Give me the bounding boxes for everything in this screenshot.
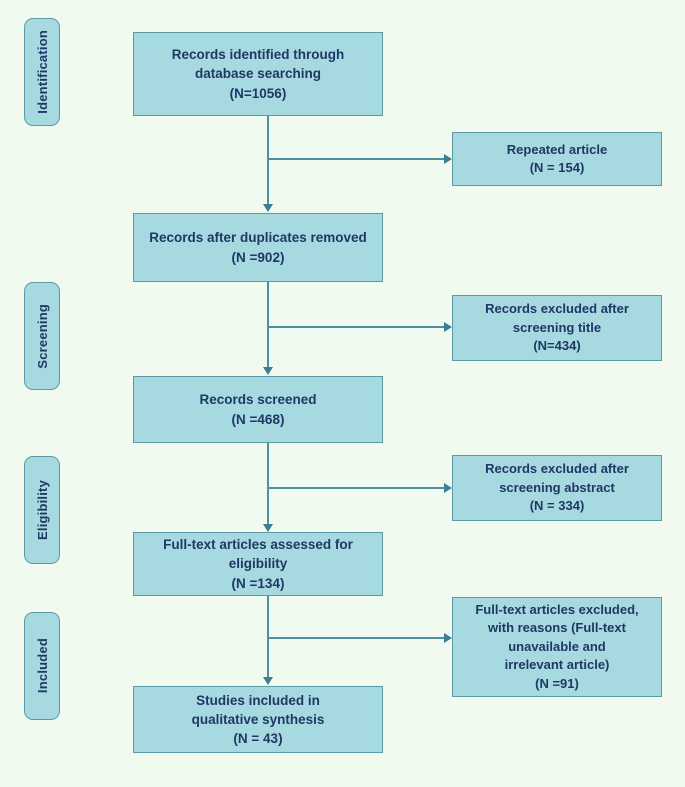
arrowhead-duplicates-to-excluded-title — [444, 322, 452, 332]
box-studies-included-line1: Studies included in — [196, 692, 320, 708]
connector-duplicates-to-excluded-title — [267, 326, 445, 328]
box-records-identified-line1: Records identified through — [171, 47, 345, 63]
box-excluded-screening-title-line1: Records excluded after — [485, 301, 629, 317]
stage-label-included: Included — [34, 638, 50, 694]
stage-tab-eligibility: Eligibility — [24, 456, 60, 564]
box-studies-included-line2: qualitative synthesis — [191, 711, 325, 727]
box-repeated-article-line2: (N = 154) — [529, 160, 585, 175]
box-full-text-excluded: Full-text articles excluded, with reason… — [452, 597, 662, 697]
box-excluded-screening-title: Records excluded after screening title (… — [452, 295, 662, 361]
connector-screened-to-excluded-abstract — [267, 487, 445, 489]
box-full-text-assessed: Full-text articles assessed for eligibil… — [133, 532, 383, 596]
connector-identified-to-repeated — [267, 158, 445, 160]
box-studies-included: Studies included in qualitative synthesi… — [133, 686, 383, 753]
connector-fulltext-to-excluded — [267, 637, 445, 639]
stage-label-identification: Identification — [34, 30, 50, 114]
arrowhead-identified-to-repeated — [444, 154, 452, 164]
arrowhead-fulltext-to-included — [263, 677, 273, 685]
connector-identified-to-duplicates — [267, 116, 269, 205]
box-excluded-screening-title-line2: screening title — [512, 319, 602, 335]
box-records-screened-line2: (N =468) — [231, 411, 285, 427]
box-records-after-duplicates-line2: (N =902) — [231, 249, 285, 265]
box-repeated-article-line1: Repeated article — [506, 141, 608, 157]
box-excluded-screening-title-line3: (N=434) — [533, 338, 581, 354]
box-excluded-screening-abstract-line2: screening abstract — [499, 479, 615, 495]
box-records-screened: Records screened (N =468) — [133, 376, 383, 443]
box-full-text-assessed-line2: eligibility — [228, 556, 288, 572]
box-full-text-assessed-line3: (N =134) — [231, 575, 285, 591]
connector-duplicates-to-screened — [267, 282, 269, 368]
box-excluded-screening-abstract-line3: (N = 334) — [529, 498, 585, 514]
box-studies-included-line3: (N = 43) — [233, 731, 283, 747]
box-full-text-excluded-line5: (N =91) — [535, 675, 579, 691]
box-excluded-screening-abstract: Records excluded after screening abstrac… — [452, 455, 662, 521]
arrowhead-screened-to-excluded-abstract — [444, 483, 452, 493]
connector-screened-to-fulltext — [267, 443, 269, 525]
box-records-after-duplicates-line1: Records after duplicates removed — [149, 230, 367, 246]
box-excluded-screening-abstract-line1: Records excluded after — [485, 461, 629, 477]
arrowhead-duplicates-to-screened — [263, 367, 273, 375]
box-full-text-excluded-line2: with reasons (Full-text — [488, 620, 626, 636]
stage-tab-included: Included — [24, 612, 60, 720]
stage-label-eligibility: Eligibility — [34, 480, 50, 540]
box-full-text-excluded-line1: Full-text articles excluded, — [475, 601, 639, 617]
stage-tab-screening: Screening — [24, 282, 60, 390]
box-full-text-excluded-line3: unavailable and — [508, 638, 606, 654]
box-records-identified: Records identified through database sear… — [133, 32, 383, 116]
stage-tab-identification: Identification — [24, 18, 60, 126]
arrowhead-identified-to-duplicates — [263, 204, 273, 212]
box-full-text-assessed-line1: Full-text articles assessed for — [163, 537, 353, 553]
stage-label-screening: Screening — [34, 303, 50, 369]
box-records-after-duplicates: Records after duplicates removed (N =902… — [133, 213, 383, 282]
arrowhead-fulltext-to-excluded — [444, 633, 452, 643]
box-repeated-article: Repeated article (N = 154) — [452, 132, 662, 186]
arrowhead-screened-to-fulltext — [263, 524, 273, 532]
box-full-text-excluded-line4: irrelevant article) — [504, 657, 610, 673]
box-records-identified-line2: database searching — [194, 66, 322, 82]
box-records-screened-line1: Records screened — [199, 392, 317, 408]
box-records-identified-line3: (N=1056) — [229, 85, 287, 101]
